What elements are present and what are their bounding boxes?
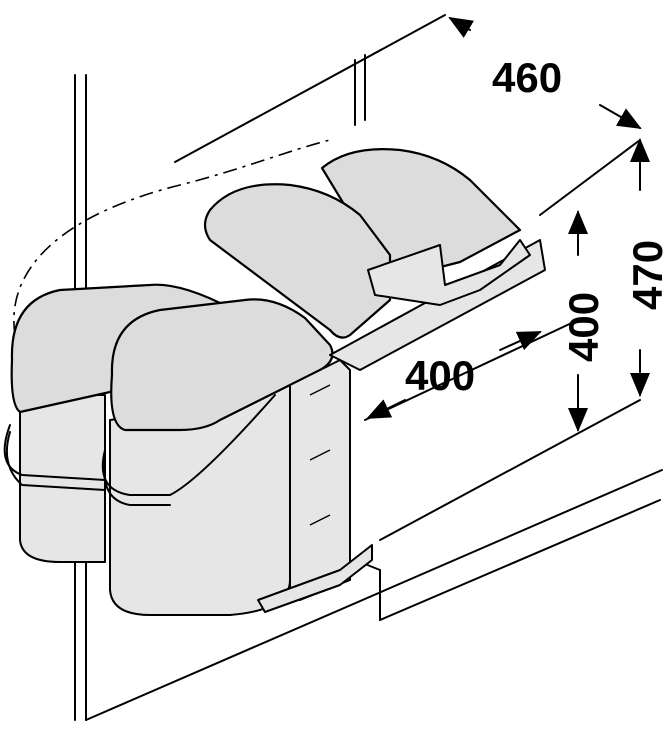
height-inner-label: 400 <box>560 292 607 362</box>
width-label: 400 <box>405 352 475 399</box>
cabinet-outline <box>74 14 663 721</box>
height-total-label: 470 <box>624 240 667 310</box>
dimension-460: 460 <box>448 16 642 129</box>
dimension-400-vertical: 400 <box>560 210 607 432</box>
dimension-400-horizontal: 400 <box>366 331 542 419</box>
swing-arc <box>13 139 331 336</box>
dimension-470: 470 <box>624 138 667 397</box>
depth-label: 460 <box>492 54 562 101</box>
bin-lids <box>203 148 531 339</box>
front-bin <box>101 298 334 616</box>
